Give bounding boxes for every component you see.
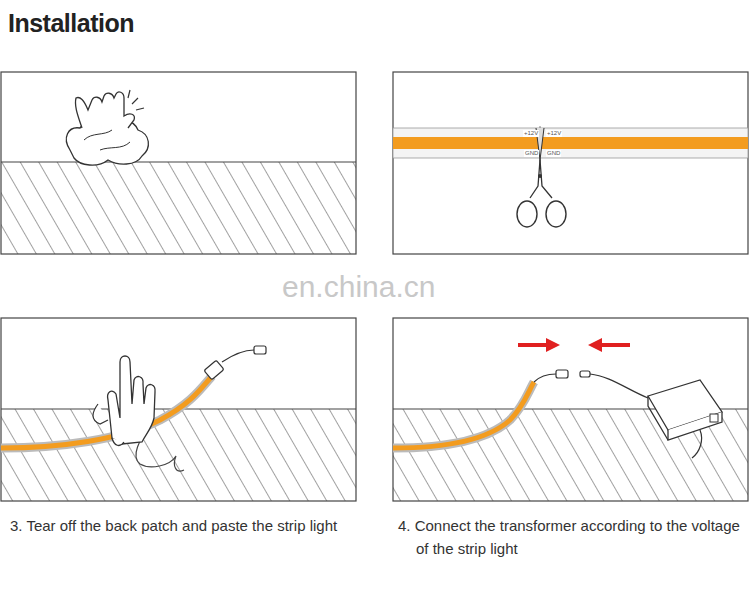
pin-label: GND bbox=[546, 150, 561, 157]
step-caption: 4. Connect the transformer according to … bbox=[398, 514, 746, 560]
watermark: en.china.cn bbox=[282, 270, 435, 304]
pin-label: GND bbox=[524, 150, 539, 157]
page-title: Installation bbox=[8, 9, 134, 38]
panel-wipe bbox=[1, 72, 356, 254]
step-caption: 3. Tear off the back patch and paste the… bbox=[10, 514, 358, 537]
panel-cut bbox=[393, 72, 748, 254]
panel-connect bbox=[393, 318, 748, 501]
panel-paste bbox=[1, 318, 356, 501]
pin-label: +12V bbox=[546, 130, 562, 137]
pin-label: +12V bbox=[523, 130, 539, 137]
